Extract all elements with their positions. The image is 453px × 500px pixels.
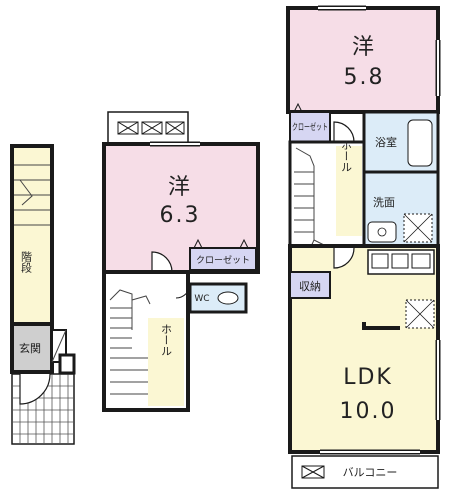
closet-2f <box>189 247 257 271</box>
balcony <box>291 455 439 489</box>
hall-3f-label: ホール <box>340 139 353 172</box>
storage-label-top: 収納 <box>299 280 321 293</box>
entrance-area <box>10 322 54 374</box>
window-x-icon <box>117 121 185 135</box>
entrance-door <box>19 373 51 405</box>
bedroom-3f-type: 洋 <box>352 35 376 60</box>
toilet-icon <box>217 291 239 305</box>
bathtub-icon <box>407 119 433 167</box>
floor-2: 洋 6.3 クローゼット ホール WC <box>102 111 260 412</box>
window-box-2f <box>107 111 189 145</box>
floor-1: 階段 玄関 <box>10 144 76 445</box>
ldk-type: LDK <box>343 365 393 390</box>
stairs-area <box>10 144 54 326</box>
bedroom-2f-size: 6.3 <box>160 203 201 228</box>
washroom-label: 洗面 <box>373 196 395 209</box>
floor-3: 洋 5.8 クローゼット 浴室 洗面 ホール <box>286 5 441 489</box>
closet-2f-label: クローゼット <box>196 254 250 266</box>
wc-label: WC <box>194 294 209 304</box>
entrance-label: 玄関 <box>19 341 41 355</box>
stairs-label: 階段 <box>20 250 33 274</box>
bedroom-2f-type: 洋 <box>168 175 192 200</box>
sink-icon <box>367 221 397 243</box>
bedroom-2f-door <box>151 251 173 273</box>
stair-arrow <box>19 179 33 206</box>
closet-3f <box>289 111 331 143</box>
ldk-door <box>333 247 355 269</box>
bedroom-3f <box>286 6 440 114</box>
balcony-x-icon <box>301 465 325 479</box>
bedroom-3f-door <box>333 121 355 143</box>
closet-3f-label: クローゼット <box>292 121 328 133</box>
bath-label: 浴室 <box>375 135 397 149</box>
ldk-size: 10.0 <box>340 399 397 424</box>
bedroom-3f-size: 5.8 <box>344 65 385 90</box>
stairs-2f <box>109 289 151 395</box>
hall-2f-label: ホール <box>160 323 173 356</box>
balcony-label: バルコニー <box>343 466 398 479</box>
